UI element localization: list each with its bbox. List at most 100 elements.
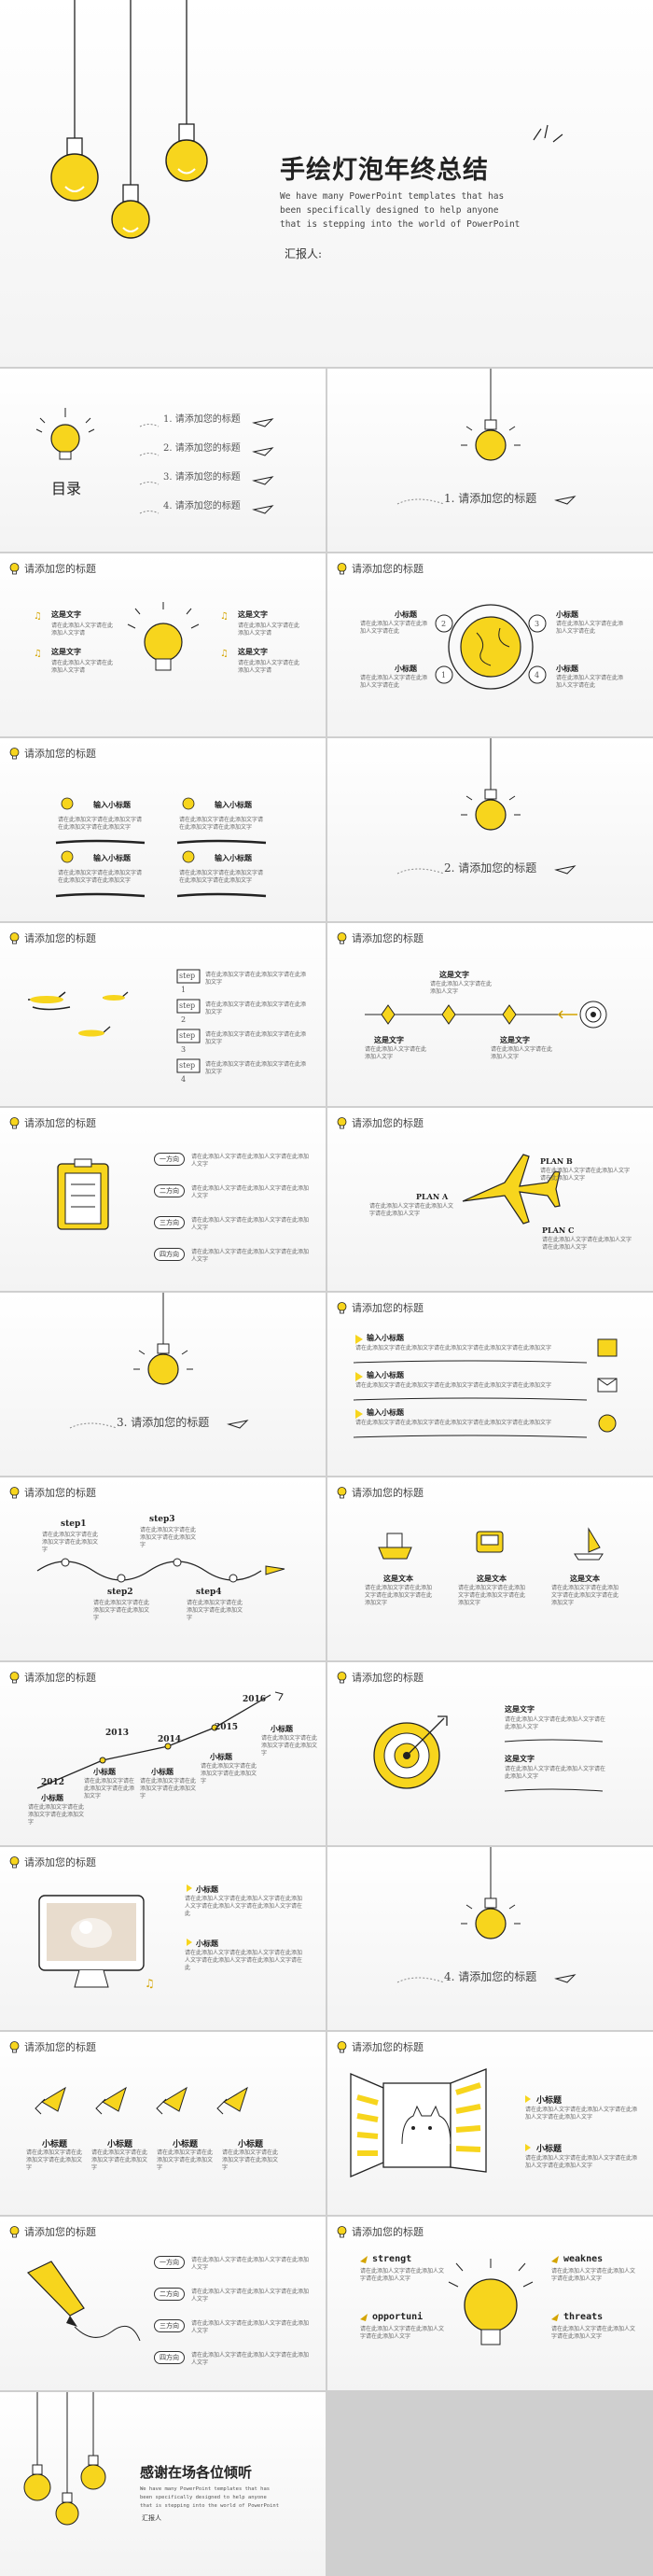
- item-body: 请在此添加文字请在此添加文字请在此添加文字: [222, 2149, 279, 2171]
- direction-pill[interactable]: 一方向: [154, 1153, 185, 1166]
- slide-21[interactable]: 请添加您的标题 一方向 二方向 三方向 四方向 请在此添加人文字请在此添加人文字…: [0, 2217, 326, 2390]
- slide-13[interactable]: 请添加您的标题 step1 请在此添加文字请在此添加文字请在此添加文字 step…: [0, 1477, 326, 1660]
- bulb-icon: [9, 1671, 20, 1683]
- item-body: 请在此添加人文字请在此添加人文字请: [238, 623, 300, 637]
- slide-19[interactable]: 请添加您的标题 小标题 请在此添加文字请在此添加文字请在此添加文字 小标题 请在…: [0, 2032, 326, 2215]
- slide-15[interactable]: 请添加您的标题 2012 2013 2014 2015 2016 小标题 请在此…: [0, 1662, 326, 1845]
- section-bulb-icon: [396, 1847, 577, 1983]
- end-line: that is stepping into the world of Power…: [140, 2503, 280, 2509]
- end-line: been specifically designed to help anyon…: [140, 2495, 267, 2500]
- slide-section-1[interactable]: 1. 请添加您的标题: [327, 369, 653, 552]
- toc-dashed-lines: [139, 418, 274, 514]
- direction-pill[interactable]: 三方向: [154, 1216, 185, 1229]
- item-body: 请在此添加人文字请在此添加人文字: [430, 981, 493, 995]
- step-number: 1: [181, 986, 187, 994]
- item-body: 请在此添加人文字请在此添加人文字请: [51, 623, 114, 637]
- step-number: 4: [181, 1075, 187, 1084]
- direction-pill[interactable]: 四方向: [154, 1248, 185, 1261]
- pill-body: 请在此添加人文字请在此添加人文字请在此添加人文字: [191, 1217, 310, 1231]
- bulb-icon: [337, 1301, 347, 1313]
- swot-body: 请在此添加人文字请在此添加人文字请在此添加人文字: [360, 2326, 445, 2340]
- item-body: 请在此添加人文字请在此添加人文字请在此添加人文字请在此添加人文字请在此添加人文字…: [185, 1896, 303, 1917]
- item-label: 小标题: [42, 2140, 68, 2149]
- toc-bulb-icon: [35, 408, 95, 460]
- item-label: 小标题: [196, 1939, 218, 1948]
- toc-item[interactable]: 3. 请添加您的标题: [163, 472, 241, 483]
- slide-header: 请添加您的标题: [9, 2224, 96, 2239]
- toc-item[interactable]: 2. 请添加您的标题: [163, 443, 241, 454]
- music-icon: ♫: [220, 611, 229, 622]
- slide-header: 请添加您的标题: [9, 1115, 96, 1130]
- slide-4[interactable]: 请添加您的标题 2 3 1 4 小标题 请在此添加人文字请在此添加人文字请在此 …: [327, 553, 653, 736]
- bulb-icon: [9, 1855, 20, 1868]
- cover-line: been specifically designed to help anyon…: [280, 205, 499, 216]
- pill-body: 请在此添加人文字请在此添加人文字请在此添加人文字: [191, 1249, 310, 1263]
- slide-20[interactable]: 请添加您的标题 小标题 请在此添加人文字请在此添加人文字请在此添加人文字请在此添…: [327, 2032, 653, 2215]
- slide-section-2[interactable]: 2. 请添加您的标题: [327, 738, 653, 921]
- slide-9[interactable]: 请添加您的标题 一方向 二方向 三方向 四方向 请在此添加人文字请在此添加人文字…: [0, 1108, 326, 1291]
- year-label: 2014: [158, 1735, 182, 1744]
- item-label: 这是文字: [51, 647, 81, 656]
- end-line: We have many PowerPoint templates that h…: [140, 2486, 271, 2492]
- item-body: 请在此添加文字请在此添加文字请在此添加文字请在此添加文字请在此添加文字: [355, 1420, 552, 1426]
- wave-timeline: [36, 1558, 285, 1583]
- slide-section-4[interactable]: 4. 请添加您的标题: [327, 1847, 653, 2030]
- slide-5[interactable]: 请添加您的标题 输入小标题 请在此添加文字请在此添加文字请在此添加文字请在此添加…: [0, 738, 326, 921]
- direction-pill[interactable]: 一方向: [154, 2256, 185, 2269]
- item-body: 请在此添加文字请在此添加文字请在此添加文字请在此添加文字: [365, 1585, 433, 1606]
- slide-12[interactable]: 请添加您的标题 输入小标题 请在此添加文字请在此添加文字请在此添加文字请在此添加…: [327, 1293, 653, 1476]
- slide-7[interactable]: 请添加您的标题 step 1 step 2 step 3 step 4 请在此添…: [0, 923, 326, 1106]
- slide-header: 请添加您的标题: [337, 2039, 424, 2054]
- item-body: 请在此添加人文字请在此添加人文字请在此添加人文字请在此添加人文字: [525, 2155, 638, 2169]
- slide-end[interactable]: 感谢在场各位倾听 We have many PowerPoint templat…: [0, 2392, 326, 2576]
- step-label: step: [179, 1031, 196, 1040]
- target-illustration: [373, 1715, 604, 1792]
- direction-pill[interactable]: 四方向: [154, 2351, 185, 2364]
- bulb-icon: [9, 1486, 20, 1498]
- item-label: 小标题: [196, 1884, 218, 1894]
- direction-pill[interactable]: 二方向: [154, 2288, 185, 2301]
- section-title: 2. 请添加您的标题: [444, 861, 537, 875]
- item-body: 请在此添加人文字请在此添加人文字请在此: [556, 675, 624, 689]
- plan-body: 请在此添加人文字请在此添加人文字请在此添加人文字: [540, 1168, 631, 1182]
- item-body: 请在此添加文字请在此添加文字请在此添加文字请在此添加文字: [458, 1585, 526, 1606]
- toc-item[interactable]: 1. 请添加您的标题: [163, 414, 241, 425]
- step-label: step4: [196, 1588, 222, 1597]
- slide-3[interactable]: 请添加您的标题 ♫ ♫ ♫ ♫ 这是文字 请在此添加人文字请在此添加人文字请 这…: [0, 553, 326, 736]
- monitor-illustration: ♫: [38, 1884, 192, 1990]
- slide-header: 请添加您的标题: [9, 746, 96, 761]
- item-body: 请在此添加人文字请在此添加人文字: [491, 1046, 553, 1060]
- bulb-icon: [9, 931, 20, 944]
- direction-pill[interactable]: 三方向: [154, 2319, 185, 2332]
- slide-toc[interactable]: 目录 1. 请添加您的标题 2. 请添加您的标题 3. 请添加您的标题 4. 请…: [0, 369, 326, 552]
- direction-pill[interactable]: 二方向: [154, 1184, 185, 1197]
- bulb-icon: [337, 1671, 347, 1683]
- swot-bulb-illustration: [360, 2256, 559, 2345]
- toc-item[interactable]: 4. 请添加您的标题: [163, 501, 241, 511]
- slide-10[interactable]: 请添加您的标题 PLAN A 请在此添加人文字请在此添加人文字请在此添加人文字 …: [327, 1108, 653, 1291]
- slide-section-3[interactable]: 3. 请添加您的标题: [0, 1293, 326, 1476]
- step-label: step2: [107, 1588, 133, 1597]
- year-label: 2016: [243, 1695, 267, 1704]
- item-label: 这是文字: [374, 1035, 404, 1044]
- item-body: 请在此添加文字请在此添加文字请在此添加文字: [261, 1735, 318, 1757]
- cover-line: We have many PowerPoint templates that h…: [280, 191, 505, 202]
- item-body: 请在此添加人文字请在此添加人文字请在此添加人文字: [505, 1766, 606, 1780]
- item-label: 小标题: [395, 664, 417, 673]
- item-label: 小标题: [107, 2140, 133, 2149]
- slide-cover[interactable]: 手绘灯泡年终总结 We have many PowerPoint templat…: [0, 0, 653, 367]
- music-icon: ♫: [34, 611, 42, 622]
- item-label: 输入小标题: [367, 1407, 404, 1417]
- slide-14[interactable]: 请添加您的标题 这是文本 请在此添加文字请在此添加文字请在此添加文字请在此添加文…: [327, 1477, 653, 1660]
- slide-17[interactable]: 请添加您的标题 ♫ 小标题 请在此添加人文字请在此添加人文字请在此添加人文字请在…: [0, 1847, 326, 2030]
- item-label: 这是文字: [238, 647, 268, 656]
- item-body: 请在此添加文字请在此添加文字请在此添加文字请在此添加文字: [58, 817, 143, 831]
- item-label: 这是文字: [51, 609, 81, 619]
- slide-8[interactable]: 请添加您的标题 这是文字 请在此添加人文字请在此添加人文字 这是文字 请在此添加…: [327, 923, 653, 1106]
- slide-22[interactable]: 请添加您的标题 strengt 请在此添加人文字请在此添加人文字请在此添加人文字…: [327, 2217, 653, 2390]
- item-body: 请在此添加人文字请在此添加人文字请在此: [360, 621, 428, 635]
- four-box-icons: [55, 797, 267, 898]
- slide-16[interactable]: 请添加您的标题 这是文字 请在此添加人文字请在此添加人文字请在此添加人文字 这是…: [327, 1662, 653, 1845]
- item-label: 小标题: [210, 1752, 232, 1761]
